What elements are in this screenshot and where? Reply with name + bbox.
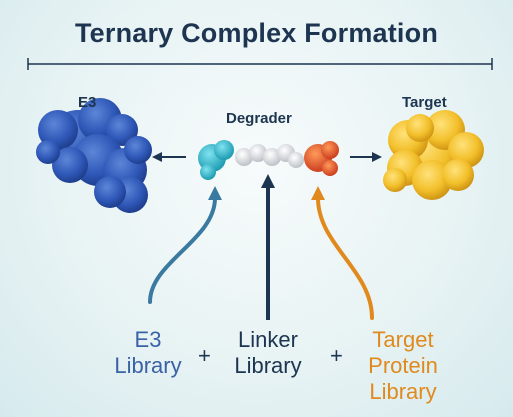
diagram-title: Ternary Complex Formation (74, 18, 439, 48)
linker-library-label: Linker Library (224, 327, 312, 379)
target-library-line2: Protein (368, 353, 438, 378)
linker-library-line2: Library (234, 353, 302, 378)
arrow-linker-library (261, 174, 275, 320)
e3-library-line2: Library (114, 353, 182, 378)
e3-protein (36, 98, 152, 213)
plus-sign-1: + (198, 343, 211, 368)
arrow-e3-library (148, 186, 222, 304)
target-library-line3: Library (369, 379, 437, 404)
target-protein-library-label: Target Protein Library (356, 327, 450, 405)
arrow-target-library (311, 186, 374, 320)
e3-library-label: E3 Library (104, 327, 192, 379)
arrow-to-e3 (152, 152, 186, 162)
target-library-line1: Target (372, 327, 434, 352)
title-rule (27, 58, 493, 70)
degrader-molecule (198, 140, 339, 180)
target-protein (383, 110, 484, 200)
linker-library-line1: Linker (238, 327, 298, 352)
target-label: Target (402, 94, 447, 111)
plus-sign-2: + (330, 343, 343, 368)
e3-library-line1: E3 (134, 327, 162, 352)
e3-label: E3 (78, 94, 97, 111)
arrow-to-target (350, 152, 382, 162)
degrader-label: Degrader (226, 110, 292, 127)
